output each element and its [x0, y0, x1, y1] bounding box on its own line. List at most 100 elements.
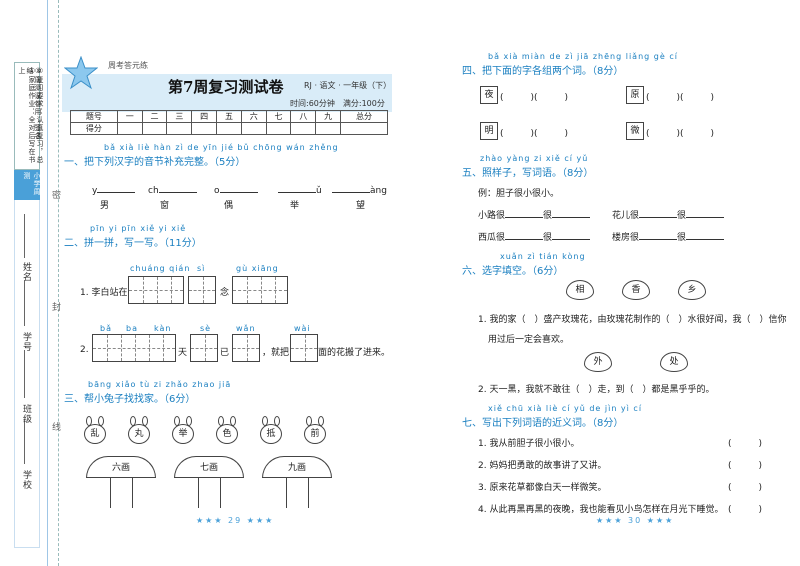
s2-text: 念: [220, 288, 230, 298]
s5-blank[interactable]: [505, 231, 544, 240]
s1-item[interactable]: àng: [332, 184, 387, 196]
s5-blank[interactable]: [552, 209, 591, 218]
s5-text: 很: [677, 233, 687, 243]
score-input[interactable]: [290, 122, 317, 135]
s7-pinyin: xiě chū xià liè cí yǔ de jìn yì cí: [488, 404, 643, 413]
score-input[interactable]: [191, 122, 218, 135]
seal-char-1: 密: [52, 191, 62, 201]
score-input[interactable]: [340, 122, 388, 135]
score-input[interactable]: [141, 122, 168, 135]
mushroom-house[interactable]: 七画: [174, 456, 244, 478]
s5-text: 很: [543, 233, 553, 243]
score-input[interactable]: [166, 122, 193, 135]
s1-item[interactable]: o: [214, 184, 258, 196]
s5-title: 五、照样子，写词语。（8分）: [462, 168, 594, 179]
s1-blank[interactable]: [278, 184, 316, 193]
s6-q1: 1. 我的家（ ）盛产玫瑰花，由玫瑰花制作的（ ）水很好闻，我（ ）信你: [478, 315, 787, 325]
s5-item[interactable]: 楼房很很: [612, 230, 725, 243]
score-cell: 一: [116, 110, 143, 123]
s4-blanks[interactable]: ( )( ): [500, 129, 569, 139]
seal-char-3: 线: [52, 423, 62, 433]
binding-note-1: ①家庭作业：全对后写在书上: [18, 67, 36, 164]
s2-text: 2.: [80, 345, 89, 355]
bunny[interactable]: 丸: [128, 424, 150, 444]
school-line: [24, 420, 25, 464]
score-input[interactable]: [216, 122, 242, 135]
s5-blank[interactable]: [639, 231, 678, 240]
s4-title: 四、把下面的字各组两个词。（8分）: [462, 66, 624, 77]
field-class: 班级: [21, 404, 31, 424]
score-cell: 七: [265, 110, 292, 123]
s1-pinyin-part: y: [92, 186, 98, 196]
s6-q1b: 用过后一定会喜欢。: [488, 335, 570, 345]
s4-pinyin: bǎ xià miàn de zì jiā zhēng liǎng gè cí: [488, 52, 678, 61]
writing-grid[interactable]: [232, 276, 288, 304]
mushroom-house[interactable]: 九画: [262, 456, 332, 478]
heart-choice[interactable]: 外: [584, 352, 612, 372]
s2-pinyin: pīn yi pīn xiě yi xiě: [90, 224, 187, 233]
s7-title: 七、写出下列词语的近义词。（8分）: [462, 418, 624, 429]
writing-grid[interactable]: [128, 276, 184, 304]
score-input[interactable]: [315, 122, 342, 135]
s6-title: 六、选字填空。（6分）: [462, 266, 564, 277]
s5-item[interactable]: 小路很很: [478, 208, 591, 221]
mushroom-house[interactable]: 六画: [86, 456, 156, 478]
score-cell: 二: [141, 110, 168, 123]
number-line: [24, 280, 25, 326]
binding-blue-tab: 小学周测: [14, 170, 41, 200]
s5-pinyin: zhào yàng zi xiě cí yǔ: [480, 154, 589, 163]
s5-blank[interactable]: [505, 209, 544, 218]
s5-item[interactable]: 西瓜很很: [478, 230, 591, 243]
s1-pinyin-part: ǔ: [316, 186, 322, 196]
heart-choice[interactable]: 相: [566, 280, 594, 300]
bunny[interactable]: 乱: [84, 424, 106, 444]
s1-title: 一、把下列汉字的音节补充完整。（5分）: [64, 157, 246, 168]
heart-choice[interactable]: 香: [622, 280, 650, 300]
star-icon: [64, 56, 98, 90]
s1-blank[interactable]: [332, 184, 370, 193]
s7-item: 1. 我从前胆子很小很小。: [478, 439, 580, 449]
heart-choice[interactable]: 处: [660, 352, 688, 372]
s4-blanks[interactable]: ( )( ): [646, 129, 715, 139]
s7-answer[interactable]: ( ): [728, 439, 763, 449]
writing-grid[interactable]: [188, 276, 216, 304]
s5-blank[interactable]: [639, 209, 678, 218]
s1-item[interactable]: ch: [148, 184, 197, 196]
s1-item[interactable]: ǔ: [278, 184, 322, 196]
bunny[interactable]: 色: [216, 424, 238, 444]
s5-blank[interactable]: [552, 231, 591, 240]
writing-grid[interactable]: [290, 334, 318, 362]
s7-answer[interactable]: ( ): [728, 461, 763, 471]
house-stem: [308, 478, 309, 508]
score-input[interactable]: [265, 122, 292, 135]
bunny[interactable]: 前: [304, 424, 326, 444]
score-input[interactable]: [240, 122, 267, 135]
s4-blanks[interactable]: ( )( ): [646, 93, 715, 103]
s2-py: sì: [197, 264, 206, 273]
bunny[interactable]: 举: [172, 424, 194, 444]
binding-notes-box: ①家庭作业：全对后写在书上 ②复习要求：认真复习，总结 ③周测试卷用：签名: [14, 62, 44, 170]
s2-py: bǎ: [100, 324, 112, 333]
house-stem: [286, 478, 287, 508]
bunny[interactable]: 抵: [260, 424, 282, 444]
writing-grid[interactable]: [92, 334, 176, 362]
s1-char: 举: [290, 201, 300, 211]
writing-grid[interactable]: [232, 334, 260, 362]
s7-answer[interactable]: ( ): [728, 505, 763, 515]
s7-answer[interactable]: ( ): [728, 483, 763, 493]
field-school: 学校: [21, 470, 31, 490]
score-cell: 总分: [340, 110, 388, 123]
score-input[interactable]: [116, 122, 143, 135]
s1-item[interactable]: y: [92, 184, 136, 196]
s5-item[interactable]: 花儿很很: [612, 208, 725, 221]
seal-char-2: 封: [52, 303, 62, 313]
s5-blank[interactable]: [686, 209, 725, 218]
heart-choice[interactable]: 乡: [678, 280, 706, 300]
name-line: [24, 214, 25, 258]
s1-blank[interactable]: [219, 184, 258, 193]
s4-blanks[interactable]: ( )( ): [500, 93, 569, 103]
s1-blank[interactable]: [158, 184, 197, 193]
writing-grid[interactable]: [190, 334, 218, 362]
s5-blank[interactable]: [686, 231, 725, 240]
s1-blank[interactable]: [97, 184, 136, 193]
